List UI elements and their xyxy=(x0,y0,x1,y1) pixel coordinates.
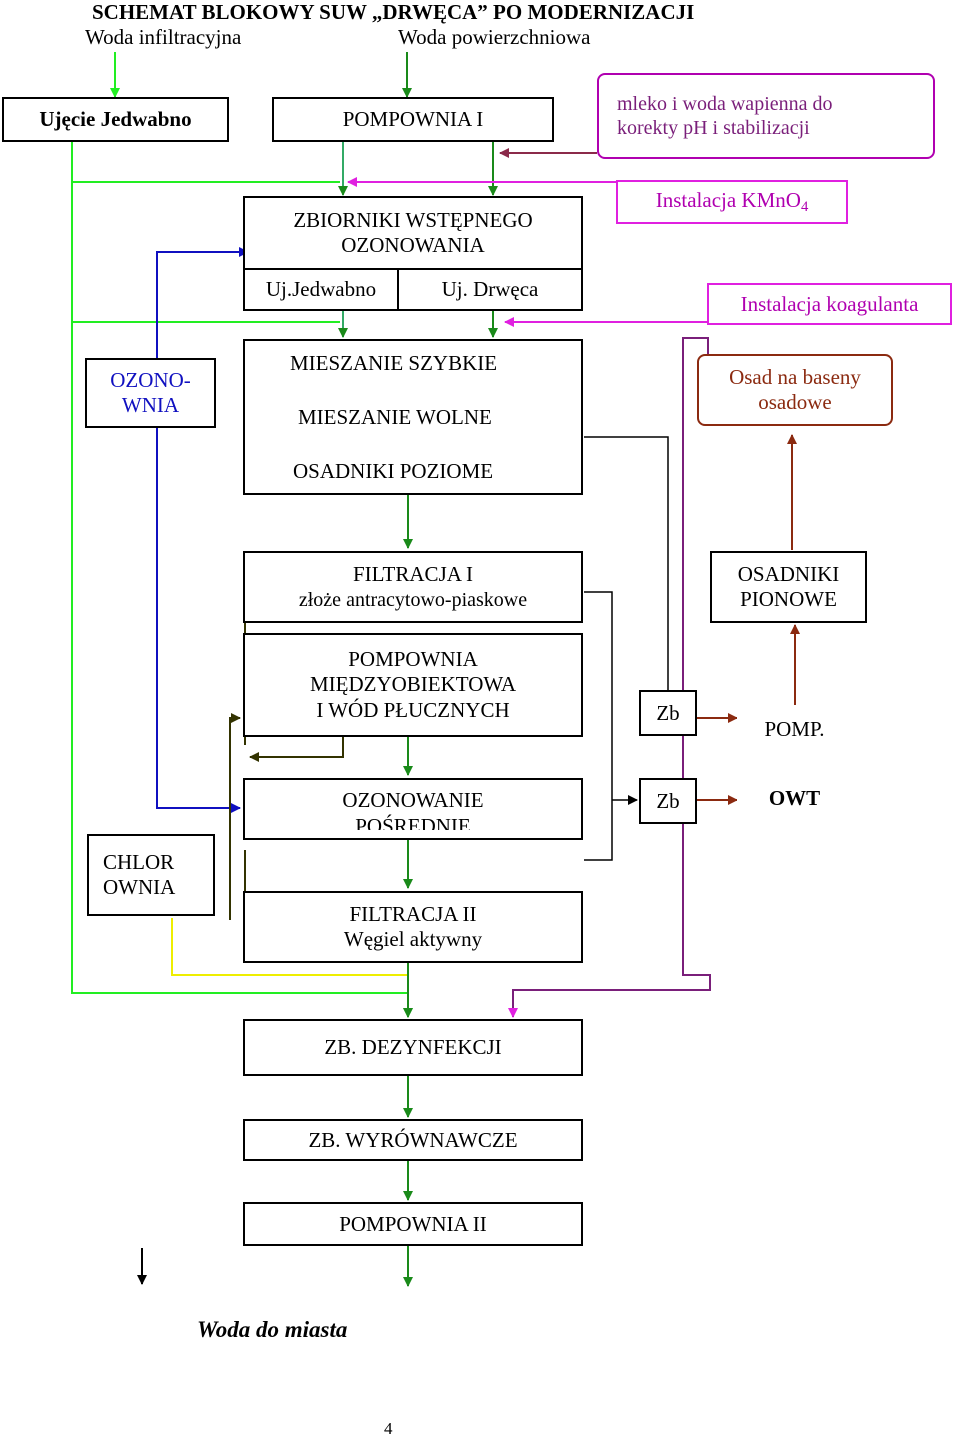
reservoir-jedwabno-label: Uj.Jedwabno xyxy=(265,277,377,301)
line-ozone-to-reservoirs xyxy=(156,251,250,358)
reservoir-drweca-label: Uj. Drwęca xyxy=(441,277,539,301)
box-mixing-settling: MIESZANIE SZYBKIE MIESZANIE WOLNE OSADNI… xyxy=(243,339,583,495)
kmno4-label: Instalacja KMnO xyxy=(655,188,801,212)
box-disinfection-tank: ZB. DEZYNFEKCJI xyxy=(243,1019,583,1076)
filtration-1-media: złoże antracytowo-piaskowe xyxy=(298,588,528,611)
box-reservoir-jedwabno: Uj.Jedwabno xyxy=(243,268,399,311)
box-sludge-basins: Osad na baseny osadowe xyxy=(697,354,893,426)
box-vertical-settlers: OSADNIKI PIONOWE xyxy=(710,551,867,623)
reservoirs-line-2: OZONOWANIA xyxy=(341,233,485,257)
box-coagulant-installation: Instalacja koagulanta xyxy=(707,283,952,325)
box-equalizing-tank: ZB. WYRÓWNAWCZE xyxy=(243,1119,583,1161)
equalizing-label: ZB. WYRÓWNAWCZE xyxy=(308,1127,518,1152)
box-filtration-2: FILTRACJA II Węgiel aktywny xyxy=(243,891,583,963)
tank-zb-1-label: Zb xyxy=(656,700,680,725)
box-lime-milk: mleko i woda wapienna do korekty pH i st… xyxy=(597,73,935,159)
reservoirs-line-1: ZBIORNIKI WSTĘPNEGO xyxy=(293,207,533,232)
lime-milk-line-2: korekty pH i stabilizacji xyxy=(617,117,810,139)
box-tank-zb-2: Zb xyxy=(639,778,697,824)
coagulant-label: Instalacja koagulanta xyxy=(740,291,919,316)
box-ozone-plant: OZONO- WNIA xyxy=(85,358,216,428)
diagram-title: SCHEMAT BLOKOWY SUW „DRWĘCA” PO MODERNIZ… xyxy=(92,0,695,24)
interstage-pumping-line-1: POMPOWNIA xyxy=(348,647,478,672)
source-surface-label: Woda powierzchniowa xyxy=(398,25,591,49)
rapid-mixing-label: MIESZANIE SZYBKIE xyxy=(290,351,498,375)
page-number: 4 xyxy=(384,1419,393,1438)
intermediate-ozonation-line-2: POŚREDNIE xyxy=(355,813,471,830)
box-tank-zb-1: Zb xyxy=(639,690,697,736)
interstage-pumping-line-2: MIĘDZYOBIEKTOWA xyxy=(309,672,517,697)
box-intermediate-ozonation: OZONOWANIE POŚREDNIE xyxy=(243,778,583,840)
box-pompownia-2: POMPOWNIA II xyxy=(243,1202,583,1246)
lime-milk-line-1: mleko i woda wapienna do xyxy=(617,93,833,115)
filtration-2-media: Węgiel aktywny xyxy=(343,927,483,951)
ozone-plant-line-2: WNIA xyxy=(121,393,180,417)
box-pompownia-1-label: POMPOWNIA I xyxy=(342,107,484,131)
tank-zb-2-label: Zb xyxy=(656,788,680,813)
box-reservoir-drweca: Uj. Drwęca xyxy=(397,268,583,311)
vertical-settlers-line-1: OSADNIKI xyxy=(737,561,840,586)
sludge-basins-line-2: osadowe xyxy=(758,390,832,414)
box-kmno4-installation: Instalacja KMnO4 xyxy=(616,180,848,224)
filtration-1-title: FILTRACJA I xyxy=(352,562,473,587)
box-filtration-1: FILTRACJA I złoże antracytowo-piaskowe xyxy=(243,551,583,623)
line-backwash-return xyxy=(512,337,711,1017)
box-pump: POMP. xyxy=(737,705,852,753)
box-pompownia-1: POMPOWNIA I xyxy=(272,97,554,142)
intermediate-ozonation-line-1: OZONOWANIE xyxy=(342,788,484,813)
box-ujecie-jedwabno: Ujęcie Jedwabno xyxy=(2,97,229,142)
interstage-pumping-line-3: I WÓD PŁUCZNYCH xyxy=(316,697,510,722)
line-chlorine-to-disinfection xyxy=(171,918,408,976)
line-wash-to-pompownia xyxy=(229,713,241,920)
horizontal-settlers-label: OSADNIKI POZIOME xyxy=(293,459,494,483)
owt-label: OWT xyxy=(768,785,821,810)
pump-label: POMP. xyxy=(764,716,825,741)
arrow-wash-water xyxy=(249,735,344,762)
ozone-plant-line-1: OZONO- xyxy=(110,367,191,392)
chlorination-line-2: OWNIA xyxy=(103,875,176,899)
disinfection-label: ZB. DEZYNFEKCJI xyxy=(324,1035,502,1059)
box-ujecie-label: Ujęcie Jedwabno xyxy=(39,107,192,131)
filtration-2-title: FILTRACJA II xyxy=(349,901,477,926)
source-infiltration-label: Woda infiltracyjna xyxy=(85,25,242,49)
output-label: Woda do miasta xyxy=(197,1317,348,1342)
box-owt: OWT xyxy=(737,778,852,818)
sludge-basins-line-1: Osad na baseny xyxy=(729,364,861,389)
box-reservoirs-preozonation: ZBIORNIKI WSTĘPNEGO OZONOWANIA xyxy=(243,196,583,270)
kmno4-subscript: 4 xyxy=(800,199,809,215)
vertical-settlers-line-2: PIONOWE xyxy=(740,587,837,611)
box-chlorination-plant: CHLOR OWNIA xyxy=(87,834,215,916)
line-ozone-to-intermediate xyxy=(156,428,241,813)
box-interstage-pumping: POMPOWNIA MIĘDZYOBIEKTOWA I WÓD PŁUCZNYC… xyxy=(243,633,583,737)
line-sludge-to-tank xyxy=(584,436,669,690)
chlorination-line-1: CHLOR xyxy=(103,849,175,874)
pompownia-2-label: POMPOWNIA II xyxy=(339,1211,487,1236)
line-filtration-drain xyxy=(584,591,613,861)
slow-mixing-label: MIESZANIE WOLNE xyxy=(298,405,492,429)
